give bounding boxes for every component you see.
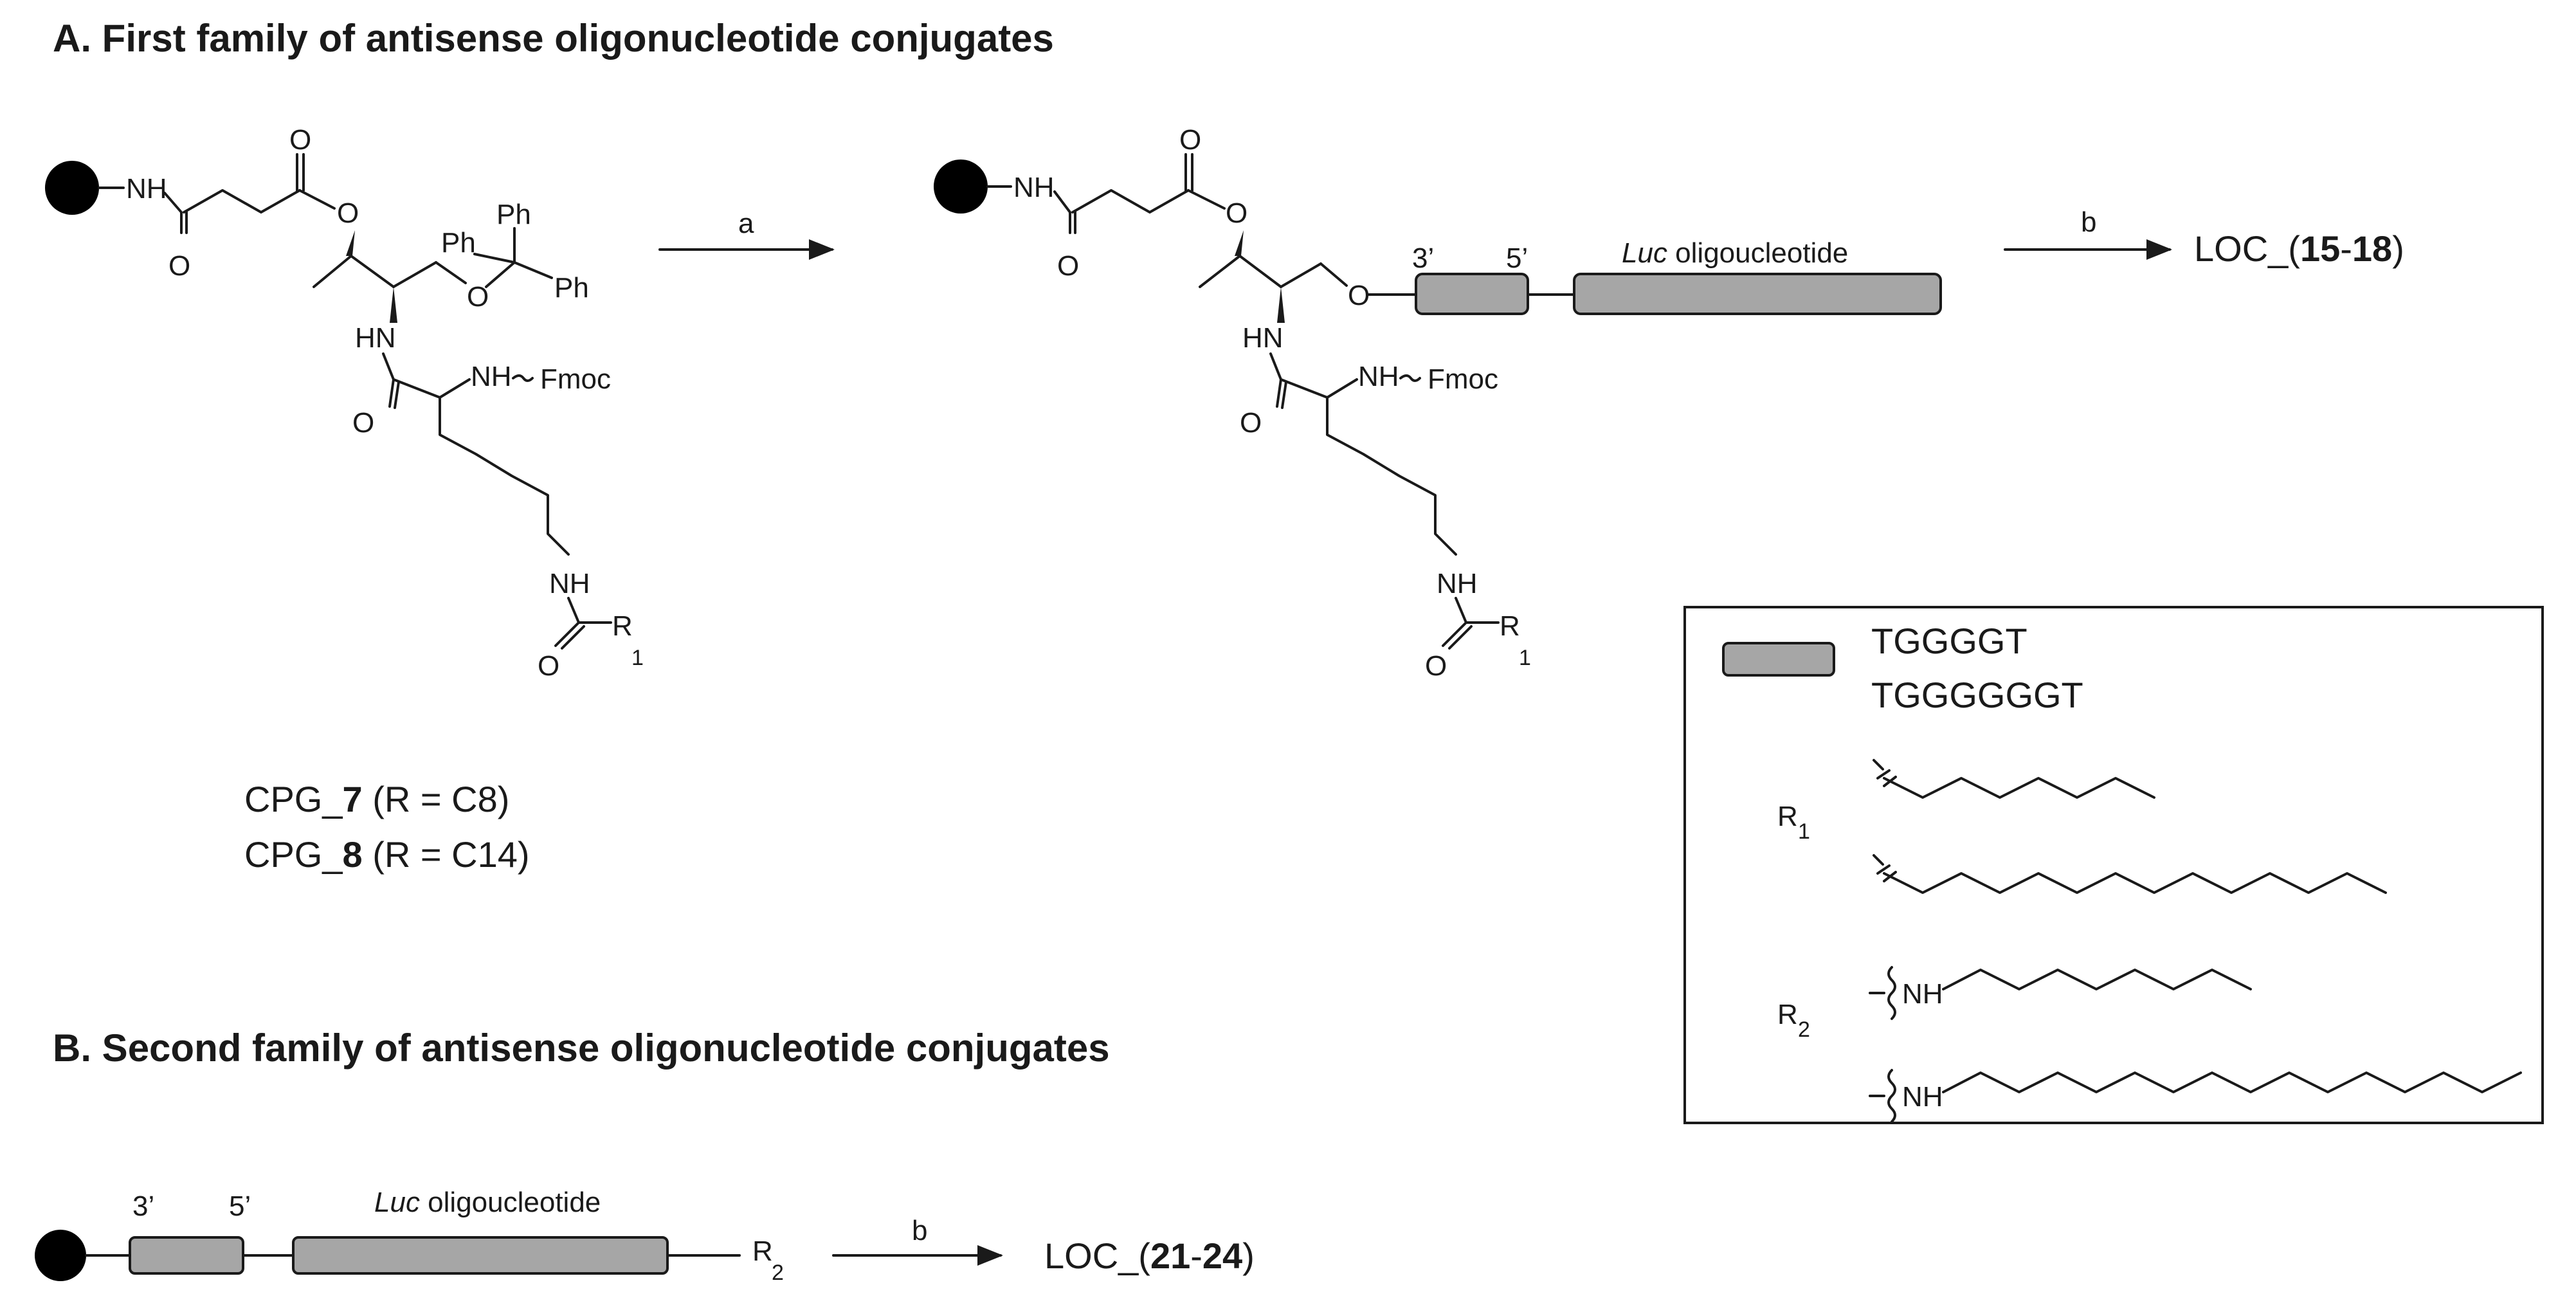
arrow-b-bottom-label: b [912, 1215, 927, 1246]
section-b-title: B. Second family of antisense oligonucle… [53, 1026, 1110, 1070]
three-prime-label: 3’ [1412, 242, 1434, 274]
nh-label: NH [126, 173, 167, 205]
three-prime-label: 3’ [132, 1190, 154, 1222]
r2-c14-chain [1942, 1071, 2522, 1093]
amide-o-label: O [1057, 250, 1079, 282]
nh-label: NH [1013, 172, 1055, 203]
phenyl-3-label: Ph [554, 272, 589, 304]
five-prime-label: 5’ [229, 1190, 251, 1222]
solid-support-bead [45, 161, 99, 215]
r2-subscript: 2 [772, 1261, 784, 1285]
r1-label: R [1500, 610, 1520, 642]
legend-nh-c14: NH [1902, 1081, 1943, 1113]
legend-r1-subscript: 1 [1798, 819, 1810, 844]
side-chain-nh-label: NH [549, 568, 590, 599]
luc-oligo-block [1573, 273, 1942, 315]
lysine-o-label: O [352, 407, 374, 439]
ester-o-label: O [1226, 197, 1247, 229]
legend-seq-1: TGGGGT [1871, 621, 2027, 661]
c14-chain [1883, 872, 2387, 894]
c8-chain [1883, 777, 2155, 799]
solid-support-bead [35, 1230, 86, 1281]
product-loc-21-24: LOC_(21-24) [1044, 1235, 1255, 1276]
ester-o-label: O [337, 197, 359, 229]
carbonyl-o-label: O [289, 124, 311, 156]
compound-cpg7: CPG_7 (R = C8) [244, 779, 509, 819]
carbonyl-o-label: O [1179, 124, 1201, 156]
solid-support-bead [934, 159, 988, 214]
arrow-b-top-label: b [2081, 206, 2096, 238]
structure-cpg-start: NH O O O O Ph Ph Ph HN O NH Fmoc NH [45, 124, 644, 682]
legend-nh-c8: NH [1902, 978, 1943, 1010]
hn-label: HN [1242, 322, 1283, 354]
r1-subscript: 1 [1519, 646, 1531, 670]
compound-cpg8: CPG_8 (R = C14) [244, 834, 530, 875]
structure-second-family: 3’ 5’ Luc oligoucleotide R 2 [35, 1187, 784, 1285]
luc-oligo-block [292, 1236, 669, 1275]
legend-oligo-block [1722, 642, 1835, 677]
legend-r1-label: R [1777, 801, 1798, 832]
wavy-bond-icon [1887, 966, 1896, 1020]
section-a-title: A. First family of antisense oligonucleo… [53, 17, 1054, 60]
phenyl-1-label: Ph [496, 199, 531, 230]
fmoc-label: Fmoc [1428, 363, 1498, 395]
fmoc-label: Fmoc [540, 363, 611, 395]
side-chain-nh-label: NH [1437, 568, 1478, 599]
fmoc-nh-label: NH [1358, 361, 1399, 392]
legend-seq-2: TGGGGGGT [1871, 675, 2083, 715]
amide-o-label: O [168, 250, 190, 282]
wavy-bond-icon [1887, 1069, 1896, 1123]
r2-label: R [752, 1235, 773, 1267]
short-oligo-block [1415, 273, 1529, 315]
ether-o-label: O [1348, 280, 1370, 311]
fmoc-nh-label: NH [471, 361, 512, 392]
short-oligo-block [129, 1236, 244, 1275]
side-chain-o-label: O [538, 650, 559, 682]
structure-cpg-oligo: NH O O O O 3’ 5’ Luc oligoucleotide HN O… [934, 124, 1942, 682]
product-loc-15-18: LOC_(15-18) [2194, 228, 2404, 269]
legend-r2-label: R [1777, 999, 1798, 1030]
side-chain-o-label: O [1425, 650, 1447, 682]
phenyl-2-label: Ph [441, 227, 476, 259]
r1-subscript: 1 [631, 646, 644, 670]
legend-frame [1683, 606, 2544, 1124]
hn-label: HN [355, 322, 396, 354]
luc-oligo-label: Luc oligoucleotide [374, 1187, 601, 1218]
luc-oligo-label: Luc oligoucleotide [1622, 237, 1848, 269]
r2-c8-chain [1942, 969, 2252, 990]
five-prime-label: 5’ [1506, 242, 1528, 274]
lysine-o-label: O [1240, 407, 1262, 439]
legend-box: TGGGGT TGGGGGGT R 1 R 2 NH NH [1683, 606, 2544, 1124]
r1-label: R [612, 610, 633, 642]
arrow-a-label: a [738, 208, 754, 239]
legend-r2-subscript: 2 [1798, 1017, 1810, 1042]
